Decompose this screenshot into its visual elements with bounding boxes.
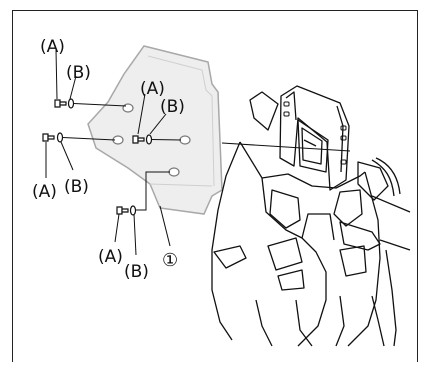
washer-icon (145, 134, 153, 145)
label-A-bottom: (A) (98, 247, 123, 267)
figure-border (12, 10, 418, 362)
label-B-mid: (B) (160, 97, 185, 117)
label-A-mid: (A) (140, 79, 165, 99)
bolt-icon (42, 133, 55, 142)
bolt-icon (54, 99, 67, 108)
label-windscreen-number: ① (162, 250, 178, 271)
label-B-bottom: (B) (124, 262, 149, 282)
washer-icon (129, 205, 137, 216)
label-A-top: (A) (40, 37, 65, 57)
bolt-icon (116, 206, 129, 215)
label-B-top: (B) (66, 63, 91, 83)
bolt-icon (132, 135, 145, 144)
motorcycle-front (211, 85, 411, 347)
washer-icon (56, 132, 64, 143)
washer-icon (67, 98, 75, 109)
windscreen (87, 45, 223, 215)
label-B-left: (B) (64, 177, 89, 197)
label-A-left: (A) (32, 182, 57, 202)
leader-lines (45, 49, 351, 256)
